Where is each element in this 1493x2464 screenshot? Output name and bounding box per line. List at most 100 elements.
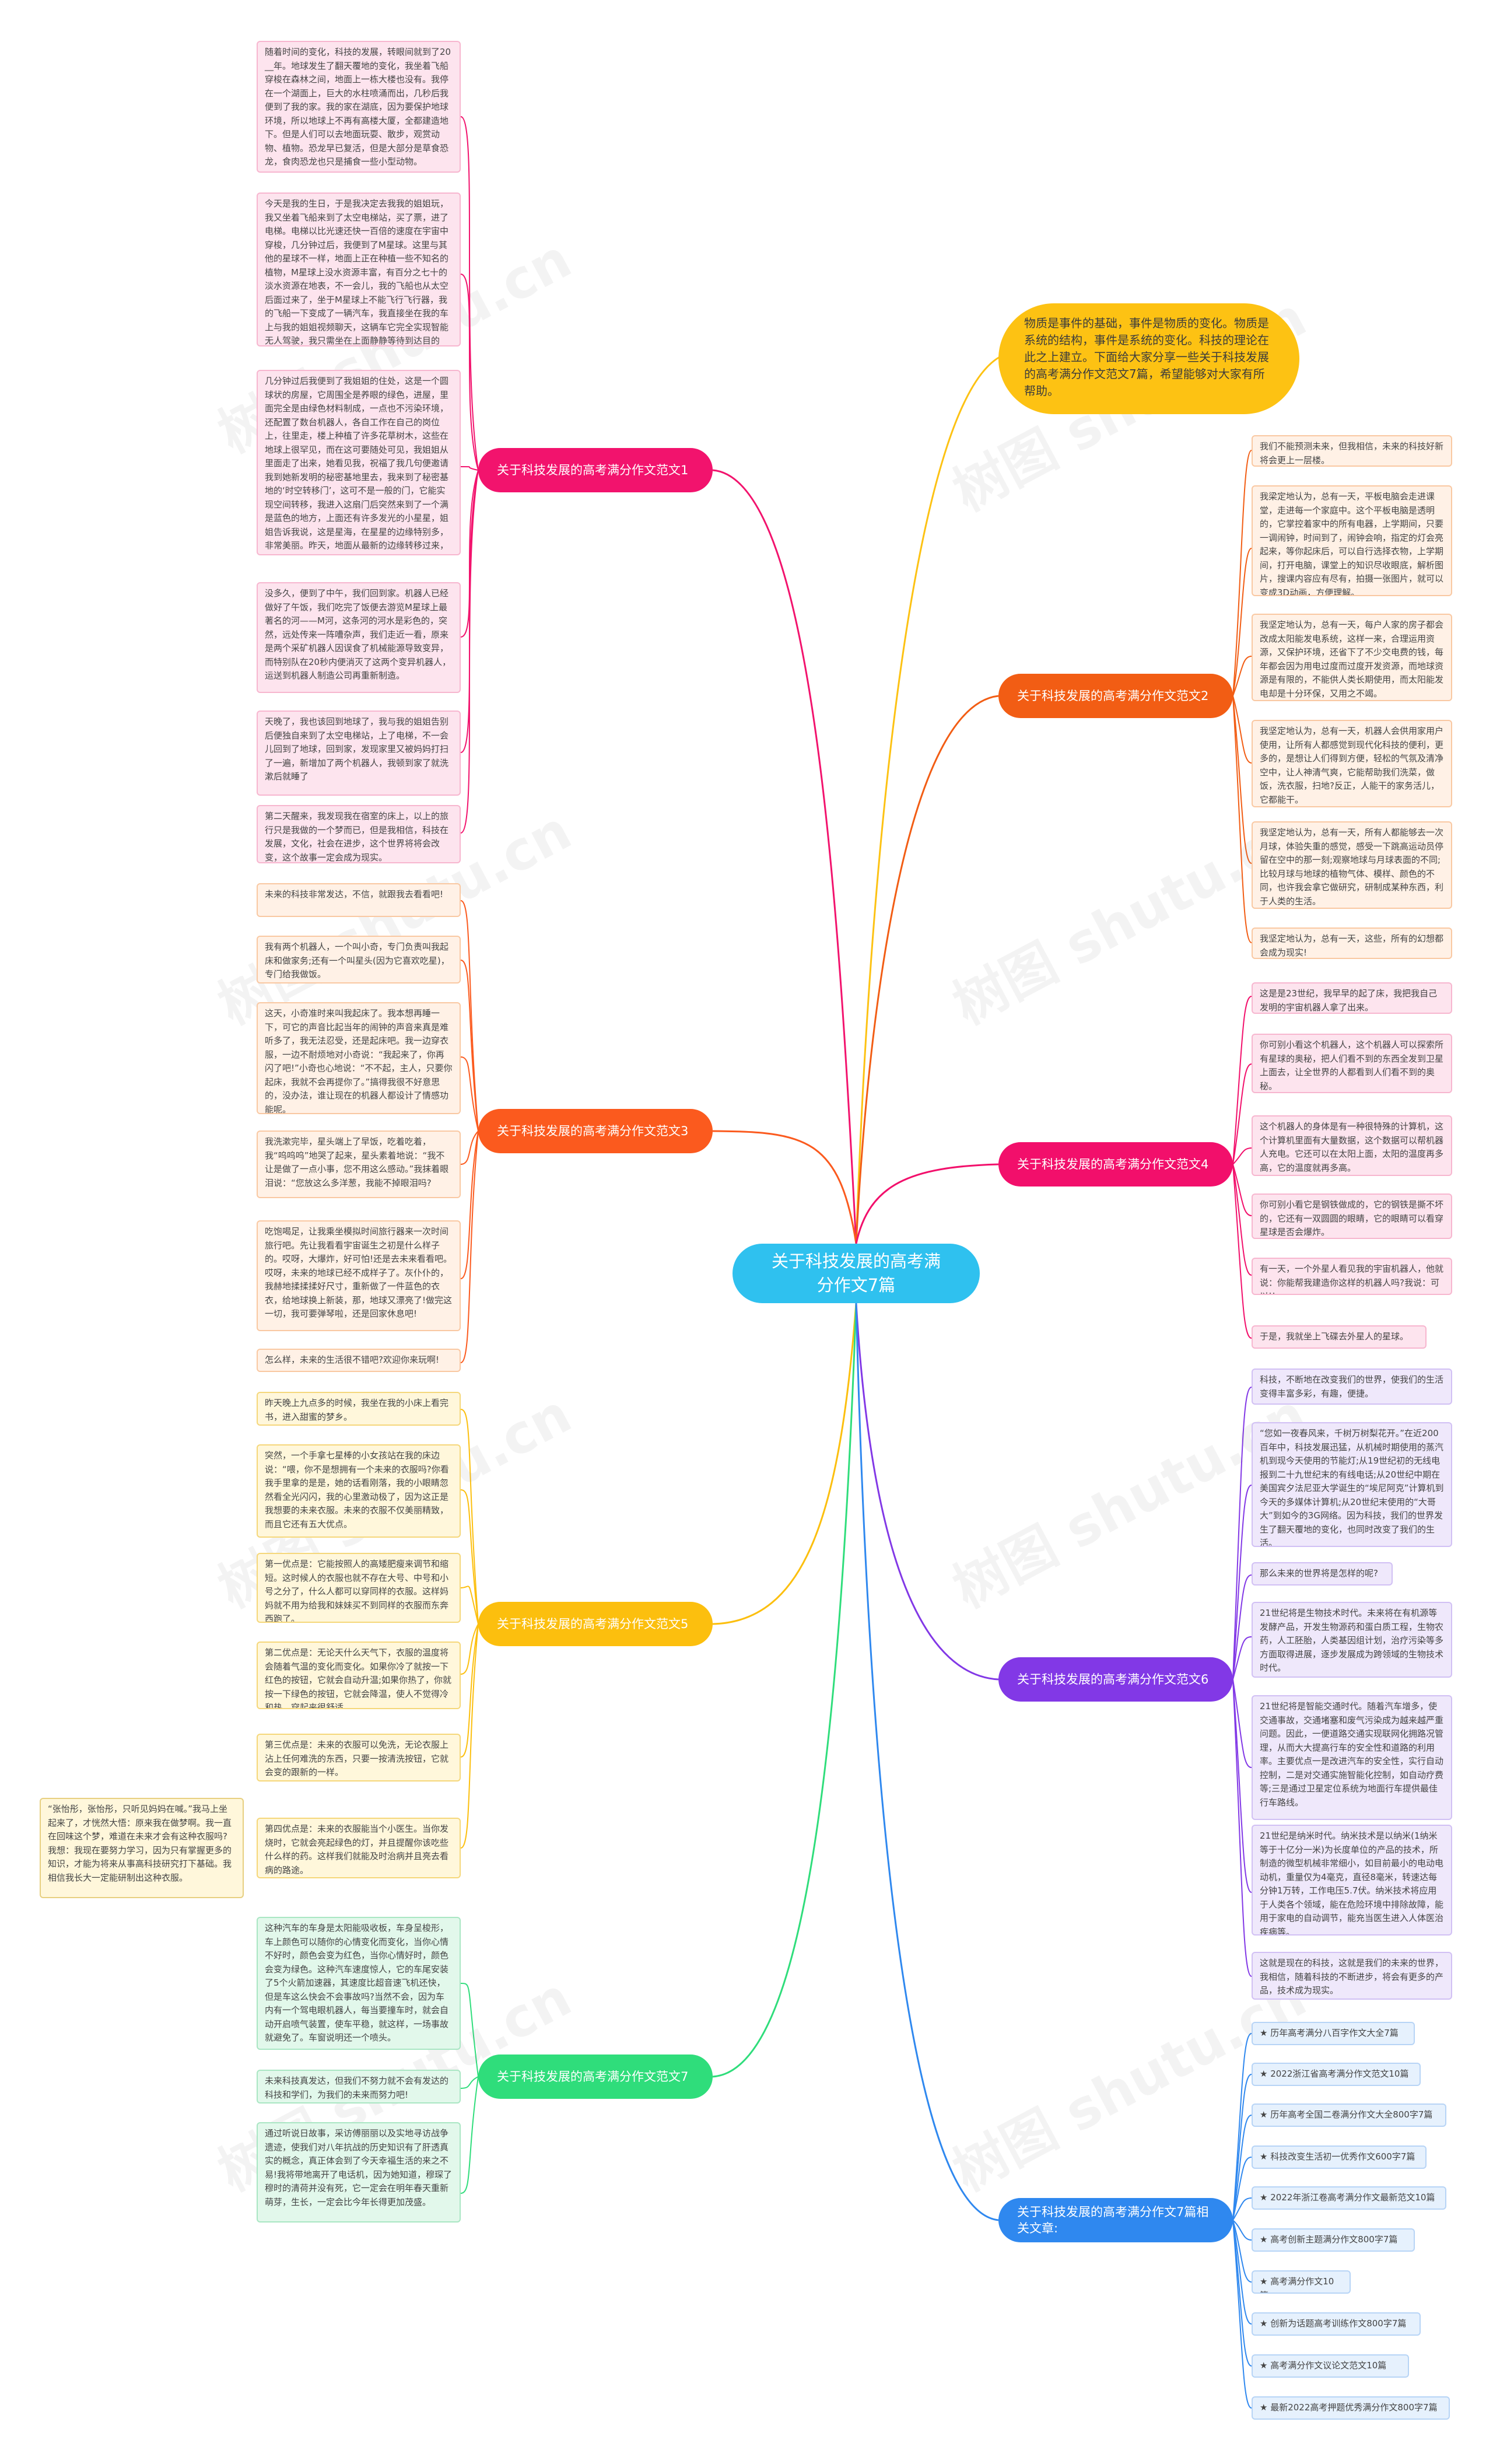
category-node-2[interactable]: 关于科技发展的高考满分作文范文2 [998,674,1233,718]
leaf-text: 于是，我就坐上飞碟去外星人的星球。 [1260,1331,1409,1342]
leaf-7-2[interactable]: 未来科技真发达，但我们不努力就不会有发达的科技和学们，为我们的未来而努力吧! [257,2070,461,2104]
leaf-4-6[interactable]: 于是，我就坐上飞碟去外星人的星球。 [1252,1325,1427,1349]
leaf-3-5[interactable]: 吃饱喝足，让我乘坐模拟时间旅行器来一次时间旅行吧。先让我看看宇宙诞生之初是什么样… [257,1220,461,1331]
leaf-text: ★ 最新2022高考押题优秀满分作文800字7篇 [1260,2402,1438,2413]
leaf-2-6[interactable]: 我坚定地认为，总有一天，这些，所有的幻想都会成为现实! [1252,928,1452,959]
leaf-2-5[interactable]: 我坚定地认为，总有一天，所有人都能够去一次月球，体验失重的感觉，感受一下跳高运动… [1252,821,1452,909]
link-root-cat2 [855,695,999,1244]
leaf-4-4[interactable]: 你可别小看它是钢铁做成的，它的钢铁是撕不坏的，它还有一双圆圆的眼睛，它的眼睛可以… [1252,1194,1452,1239]
leaf-text: 21世纪将是智能交通时代。随着汽车增多，使交通事故，交通堵塞和废气污染成为越来越… [1260,1701,1444,1808]
leaf-4-1[interactable]: 这是是23世纪，我早早的起了床，我把我自己发明的宇宙机器人拿了出来。 [1252,982,1452,1014]
leaf-3-4[interactable]: 我洗漱完毕，星头端上了早饭，吃着吃着，我“呜呜呜”地哭了起来，星头素着地说：“我… [257,1130,461,1198]
leaf-text: 天晚了，我也该回到地球了，我与我的姐姐告别后便独自来到了太空电梯站，上了电梯，不… [265,716,449,782]
related-link-7[interactable]: ★ 高考满分作文10篇 [1252,2270,1351,2294]
leaf-text: ★ 科技改变生活初一优秀作文600字7篇 [1260,2151,1415,2162]
leaf-text: 我们不能预测未来，但我相信，未来的科技好新将会更上一层楼。 [1260,441,1444,466]
leaf-text: 几分钟过后我便到了我姐姐的住处，这是一个圆球状的房屋，它周围全是养眼的绿色，进屋… [265,376,449,554]
category-label: 关于科技发展的高考满分作文范文5 [497,1617,689,1631]
leaf-text: 你可别小看它是钢铁做成的，它的钢铁是撕不坏的，它还有一双圆圆的眼睛，它的眼睛可以… [1260,1199,1444,1237]
root-topic[interactable]: 关于科技发展的高考满分作文7篇 [733,1244,980,1303]
category-label: 关于科技发展的高考满分作文范文6 [1017,1672,1209,1686]
category-label: 关于科技发展的高考满分作文范文7 [497,2070,689,2084]
leaf-4-2[interactable]: 你可别小看这个机器人，这个机器人可以探索所有星球的奥秘，把人们看不到的东西全发到… [1252,1034,1452,1093]
leaf-3-3[interactable]: 这天，小奇准时来叫我起床了。我本想再睡一下，可它的声音比起当年的闹钟的声音来真是… [257,1002,461,1114]
leaf-5-2[interactable]: 突然，一个手拿七星棒的小女孩站在我的床边说：“喂，你不是想拥有一个未来的衣服吗?… [257,1444,461,1538]
leaf-3-2[interactable]: 我有两个机器人，一个叫小奇，专门负责叫我起床和做家务;还有一个叫星头(因为它喜欢… [257,936,461,984]
leaf-1-1[interactable]: 随着时间的变化，科技的发展，转眼间就到了20__年。地球发生了翻天覆地的变化，我… [257,41,461,173]
category-node-8[interactable]: 关于科技发展的高考满分作文7篇相关文章: [998,2198,1233,2242]
leaf-5-4[interactable]: 第二优点是：无论天什么天气下，衣服的温度将会随着气温的变化而变化。如果你冷了就按… [257,1642,461,1709]
leaf-text: 第四优点是：未来的衣服能当个小医生。当你发烧时，它就会亮起绿色的灯，并且提醒你该… [265,1824,449,1875]
intro-text: 物质是事件的基础，事件是物质的变化。物质是系统的结构，事件是系统的变化。科技的理… [1024,316,1269,398]
leaf-1-5[interactable]: 天晚了，我也该回到地球了，我与我的姐姐告别后便独自来到了太空电梯站，上了电梯，不… [257,710,461,796]
leaf-6-3[interactable]: 那么未来的世界将是怎样的呢? [1252,1562,1393,1586]
related-link-6[interactable]: ★ 高考创新主题满分作文800字7篇 [1252,2228,1415,2252]
leaf-3-6[interactable]: 怎么样，未来的生活很不错吧?欢迎你来玩啊! [257,1349,461,1372]
leaf-text: 第二天醒来，我发现我在宿室的床上，以上的旅行只是我做的一个梦而已，但是我相信，科… [265,811,449,863]
leaf-5-3[interactable]: 第一优点是：它能按照人的高矮肥瘦来调节和缩短。这时候人的衣服也就不存在大号、中号… [257,1553,461,1623]
leaf-text: 我梁定地认为，总有一天，平板电脑会走进课堂，走进每一个家庭中。这个平板电脑是透明… [1260,491,1444,596]
category-label: 关于科技发展的高考满分作文范文2 [1017,689,1209,703]
leaf-1-2[interactable]: 今天是我的生日，于是我决定去我我的姐姐玩，我又坐着飞船来到了太空电梯站，买了票，… [257,192,461,346]
leaf-text: 未来的科技非常发达，不信，就跟我去看看吧! [265,889,444,900]
category-label: 关于科技发展的高考满分作文范文1 [497,463,689,477]
leaf-7-1[interactable]: 这种汽车的车身是太阳能吸收板，车身呈梭形，车上颜色可以随你的心情变化而变化，当你… [257,1917,461,2050]
leaf-text: 怎么样，未来的生活很不错吧?欢迎你来玩啊! [265,1354,439,1365]
category-node-1[interactable]: 关于科技发展的高考满分作文范文1 [478,448,713,492]
leaf-text: 这种汽车的车身是太阳能吸收板，车身呈梭形，车上颜色可以随你的心情变化而变化，当你… [265,1923,449,2043]
leaf-text: 这个机器人的身体是有一种很特殊的计算机，这个计算机里面有大量数据，这个数据可以帮… [1260,1121,1444,1173]
leaf-1-3[interactable]: 几分钟过后我便到了我姐姐的住处，这是一个圆球状的房屋，它周围全是养眼的绿色，进屋… [257,370,461,555]
related-link-1[interactable]: ★ 历年高考满分八百字作文大全7篇 [1252,2022,1415,2045]
leaf-text: 有一天，一个外星人看见我的宇宙机器人，他就说：你能帮我建造你这样的机器人吗?我说… [1260,1264,1444,1294]
leaf-5-6[interactable]: 第四优点是：未来的衣服能当个小医生。当你发烧时，它就会亮起绿色的灯，并且提醒你该… [257,1818,461,1878]
leaf-4-5[interactable]: 有一天，一个外星人看见我的宇宙机器人，他就说：你能帮我建造你这样的机器人吗?我说… [1252,1258,1452,1295]
leaf-6-2[interactable]: “您如一夜春风来，千树万树梨花开。”在近200百年中，科技发展迅猛，从机械时期使… [1252,1422,1452,1547]
leaf-6-1[interactable]: 科技，不断地在改变我们的世界，使我们的生活变得丰富多彩，有趣，便捷。 [1252,1368,1452,1405]
leaf-5-7[interactable]: “张怡彤，张怡彤，只听见妈妈在喊。”我马上坐起来了，才恍然大悟：原来我在做梦啊。… [40,1798,244,1898]
leaf-text: 21世纪将是生物技术时代。未来将在有机源等发酵产品，开发生物源药和蛋白质工程，生… [1260,1608,1444,1673]
leaf-3-1[interactable]: 未来的科技非常发达，不信，就跟我去看看吧! [257,883,461,917]
category-node-5[interactable]: 关于科技发展的高考满分作文范文5 [478,1602,713,1646]
related-link-9[interactable]: ★ 高考满分作文议论文范文10篇 [1252,2354,1409,2378]
leaf-2-3[interactable]: 我坚定地认为，总有一天，每户人家的房子都会改成太阳能发电系统，这样一来，合理运用… [1252,614,1452,701]
leaf-text: 21世纪是纳米时代。纳米技术是以纳米(1纳米等于十亿分一米)为长度单位的产品的技… [1260,1831,1444,1936]
leaf-1-4[interactable]: 没多久，便到了中午，我们回到家。机器人已经做好了午饭，我们吃完了饭便去游览M星球… [257,582,461,693]
link-root-cat8 [855,1303,999,2221]
leaf-text: ★ 历年高考全国二卷满分作文大全800字7篇 [1260,2109,1433,2120]
leaf-text: 第二优点是：无论天什么天气下，衣服的温度将会随着气温的变化而变化。如果你冷了就按… [265,1647,452,1709]
leaf-text: 科技，不断地在改变我们的世界，使我们的生活变得丰富多彩，有趣，便捷。 [1260,1374,1444,1399]
leaf-5-1[interactable]: 昨天晚上九点多的时候，我坐在我的小床上看完书，进入甜蜜的梦乡。 [257,1392,461,1426]
leaf-text: 我坚定地认为，总有一天，每户人家的房子都会改成太阳能发电系统，这样一来，合理运用… [1260,620,1444,699]
link-root-cat3 [712,1130,857,1244]
leaf-text: 这是是23世纪，我早早的起了床，我把我自己发明的宇宙机器人拿了出来。 [1260,988,1438,1013]
leaf-text: 昨天晚上九点多的时候，我坐在我的小床上看完书，进入甜蜜的梦乡。 [265,1398,449,1422]
related-link-2[interactable]: ★ 2022浙江省高考满分作文范文10篇 [1252,2063,1421,2086]
leaf-6-7[interactable]: 这就是现在的科技，这就是我们的未来的世界，我相信，随着科技的不断进步，将会有更多… [1252,1952,1452,2000]
related-link-4[interactable]: ★ 科技改变生活初一优秀作文600字7篇 [1252,2146,1427,2169]
leaf-6-4[interactable]: 21世纪将是生物技术时代。未来将在有机源等发酵产品，开发生物源药和蛋白质工程，生… [1252,1602,1452,1678]
leaf-text: 没多久，便到了中午，我们回到家。机器人已经做好了午饭，我们吃完了饭便去游览M星球… [265,588,451,681]
related-link-8[interactable]: ★ 创新为话题高考训练作文800字7篇 [1252,2312,1421,2336]
leaf-2-2[interactable]: 我梁定地认为，总有一天，平板电脑会走进课堂，走进每一个家庭中。这个平板电脑是透明… [1252,485,1452,596]
link-root-intro [855,356,1000,1244]
category-node-3[interactable]: 关于科技发展的高考满分作文范文3 [478,1109,713,1153]
category-node-6[interactable]: 关于科技发展的高考满分作文范文6 [998,1657,1233,1702]
leaf-6-5[interactable]: 21世纪将是智能交通时代。随着汽车增多，使交通事故，交通堵塞和废气污染成为越来越… [1252,1695,1452,1820]
leaf-2-4[interactable]: 我坚定地认为，总有一天，机器人会供用家用户使用，让所有人都感觉到现代化科技的便利… [1252,720,1452,807]
category-node-4[interactable]: 关于科技发展的高考满分作文范文4 [998,1142,1233,1186]
related-link-3[interactable]: ★ 历年高考全国二卷满分作文大全800字7篇 [1252,2104,1446,2127]
link-root-cat1 [712,469,857,1244]
leaf-5-5[interactable]: 第三优点是：未来的衣服可以免洗，无论衣服上沾上任何难洗的东西，只要一按清洗按钮，… [257,1734,461,1782]
category-node-7[interactable]: 关于科技发展的高考满分作文范文7 [478,2054,713,2099]
leaf-7-3[interactable]: 通过听说日故事，采访傅丽丽以及实地寻访战争遗迹，使我们对八年抗战的历史知识有了肝… [257,2122,461,2222]
leaf-text: 我有两个机器人，一个叫小奇，专门负责叫我起床和做家务;还有一个叫星头(因为它喜欢… [265,942,450,979]
leaf-text: 突然，一个手拿七星棒的小女孩站在我的床边说：“喂，你不是想拥有一个未来的衣服吗?… [265,1450,449,1530]
leaf-4-3[interactable]: 这个机器人的身体是有一种很特殊的计算机，这个计算机里面有大量数据，这个数据可以帮… [1252,1115,1452,1176]
leaf-6-6[interactable]: 21世纪是纳米时代。纳米技术是以纳米(1纳米等于十亿分一米)为长度单位的产品的技… [1252,1825,1452,1936]
leaf-1-6[interactable]: 第二天醒来，我发现我在宿室的床上，以上的旅行只是我做的一个梦而已，但是我相信，科… [257,805,461,863]
related-link-5[interactable]: ★ 2022年浙江卷高考满分作文最新范文10篇 [1252,2186,1446,2210]
leaf-text: ★ 2022年浙江卷高考满分作文最新范文10篇 [1260,2192,1435,2203]
leaf-2-1[interactable]: 我们不能预测未来，但我相信，未来的科技好新将会更上一层楼。 [1252,435,1452,467]
intro-node[interactable]: 物质是事件的基础，事件是物质的变化。物质是系统的结构，事件是系统的变化。科技的理… [998,303,1299,414]
related-link-10[interactable]: ★ 最新2022高考押题优秀满分作文800字7篇 [1252,2396,1450,2420]
